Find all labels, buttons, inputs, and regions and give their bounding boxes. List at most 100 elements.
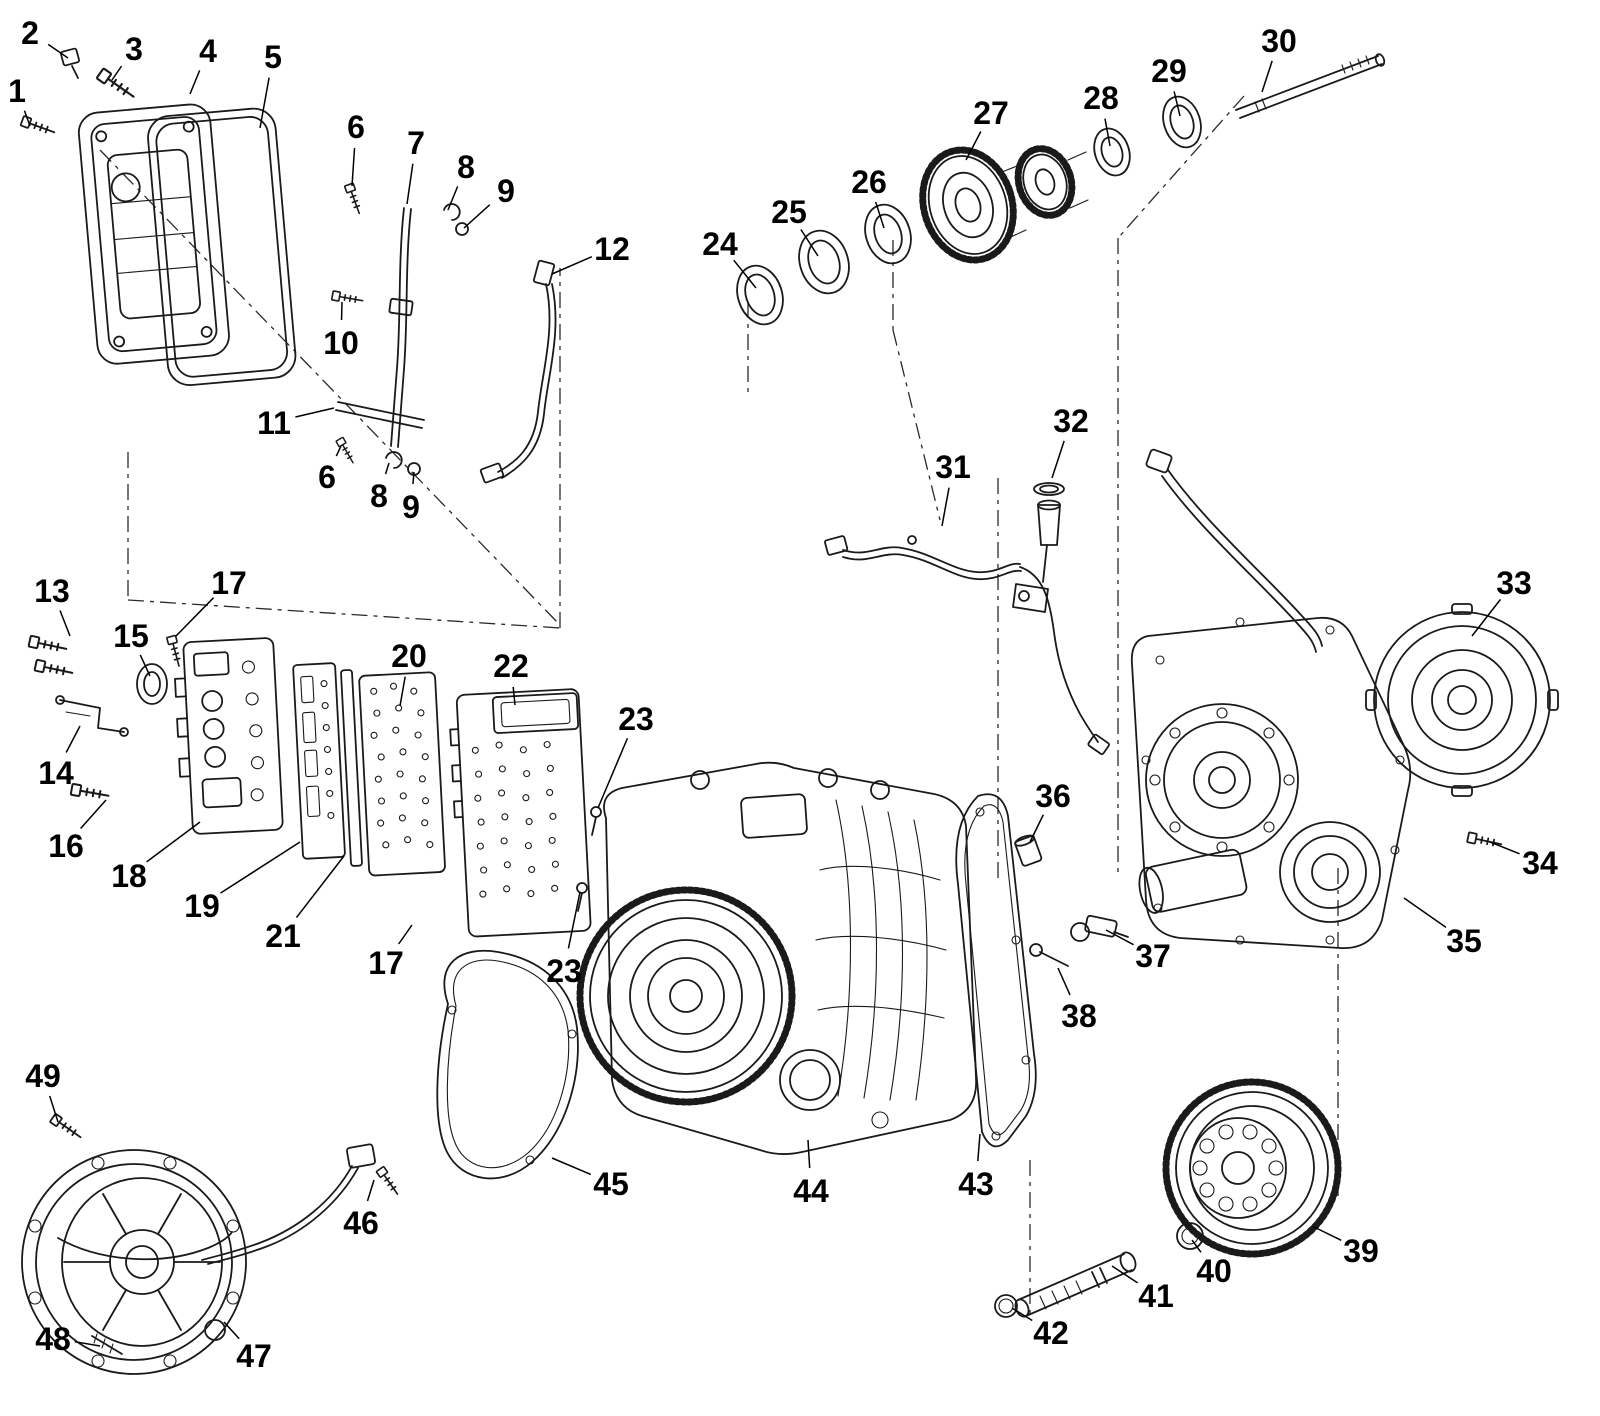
callout-26-30: 26 [851, 164, 887, 229]
callout-number: 21 [265, 918, 301, 954]
callout-leader-line [807, 1139, 811, 1169]
callout-18-21: 18 [111, 821, 201, 894]
output-stub-shaft-41 [1014, 1251, 1137, 1318]
callout-6-5: 6 [347, 109, 365, 187]
callout-leader-line [800, 229, 819, 257]
callout-leader-line [1029, 814, 1045, 843]
callout-1-0: 1 [8, 73, 31, 127]
spacer-plate-19 [292, 662, 346, 860]
stud-48 [91, 1333, 123, 1355]
callout-29-33: 29 [1151, 53, 1187, 117]
case-harness [1167, 469, 1323, 647]
sensor-bolt-38 [1029, 943, 1069, 967]
callout-45-49: 45 [551, 1157, 629, 1202]
callout-number: 35 [1446, 923, 1482, 959]
clip-8b [385, 451, 403, 469]
callout-8-7: 8 [447, 149, 475, 211]
callout-leader-line [384, 462, 390, 475]
clip-2 [60, 47, 80, 79]
callout-43-47: 43 [958, 1133, 994, 1202]
callout-number: 36 [1035, 778, 1071, 814]
callout-number: 31 [935, 449, 971, 485]
callout-number: 45 [593, 1166, 629, 1202]
harness-46 [201, 1143, 402, 1265]
oil-pan-assembly [19, 47, 230, 365]
callout-30-34: 30 [1261, 23, 1297, 93]
callout-leader-line [295, 407, 335, 418]
callout-number: 11 [257, 405, 291, 441]
callout-leader-line [146, 821, 201, 863]
snap-ring-40 [1176, 1222, 1204, 1250]
callout-12-14: 12 [551, 231, 630, 275]
callout-35-39: 35 [1403, 897, 1482, 959]
callout-leader-line [139, 654, 151, 677]
vent-cap-32 [1012, 482, 1065, 613]
callout-number: 29 [1151, 53, 1187, 89]
differential-assembly [994, 1078, 1342, 1318]
housing-wire [57, 1231, 233, 1261]
callout-7-6: 7 [406, 125, 425, 205]
harness-12 [479, 259, 557, 484]
callout-leader-line [23, 110, 31, 127]
callout-17-20: 17 [368, 924, 413, 981]
callout-leader-line [74, 1340, 101, 1347]
callout-8-12: 8 [370, 462, 390, 514]
callout-number: 38 [1061, 998, 1097, 1034]
callout-leader-line [551, 1157, 592, 1176]
callout-28-32: 28 [1083, 80, 1119, 147]
callout-6-11: 6 [318, 445, 342, 495]
dowel-36 [1014, 834, 1043, 867]
vb-bolt-23b [576, 882, 588, 912]
callout-32-36: 32 [1051, 403, 1089, 479]
fluid-tube-assembly [330, 182, 469, 476]
callout-leader-line [1057, 967, 1071, 996]
callout-27-31: 27 [965, 95, 1009, 161]
vb-bolt-23a [590, 806, 602, 836]
vb-bolt-13a [27, 634, 69, 656]
valve-body-stack [27, 634, 602, 938]
callout-9-8: 9 [463, 173, 515, 229]
callout-13-15: 13 [34, 573, 71, 637]
callout-47-51: 47 [223, 1321, 272, 1374]
construction-lines [99, 95, 1339, 1320]
callout-31-35: 31 [935, 449, 971, 527]
callout-leader-line [1051, 440, 1065, 479]
control-valve-body-18 [174, 637, 284, 835]
callout-number: 25 [771, 194, 807, 230]
callout-leader-line [189, 70, 201, 95]
callout-number: 34 [1522, 845, 1558, 881]
callout-39-43: 39 [1311, 1225, 1379, 1269]
callout-number: 9 [402, 489, 420, 525]
callout-leader-line [351, 147, 356, 187]
callout-number: 44 [793, 1173, 829, 1209]
callout-33-37: 33 [1471, 565, 1532, 637]
callout-19-22: 19 [184, 841, 301, 924]
harness-bolt-46 [375, 1165, 402, 1198]
harness-31 [824, 535, 1110, 756]
clip-8 [443, 203, 461, 221]
callout-number: 47 [236, 1338, 272, 1374]
seal-15 [136, 663, 168, 705]
callout-leader-line [335, 445, 342, 457]
callout-leader-line [220, 841, 301, 894]
callout-number: 48 [35, 1321, 71, 1357]
callout-leader-line [65, 725, 81, 753]
callout-leader-line [1191, 1239, 1202, 1253]
grommet-9 [455, 222, 469, 236]
callout-number: 43 [958, 1166, 994, 1202]
filter-tube [1138, 848, 1248, 914]
callout-38-42: 38 [1057, 967, 1097, 1034]
callout-leader-line [941, 487, 950, 527]
cover-gasket-43 [955, 793, 1037, 1148]
callout-34-38: 34 [1489, 841, 1558, 881]
callout-number: 17 [368, 945, 404, 981]
callout-number: 18 [111, 858, 147, 894]
callout-20-23: 20 [391, 638, 427, 707]
callout-leader-line [366, 1179, 375, 1202]
callout-11-10: 11 [257, 405, 335, 441]
callout-15-17: 15 [113, 618, 151, 677]
callout-10-9: 10 [323, 301, 359, 361]
